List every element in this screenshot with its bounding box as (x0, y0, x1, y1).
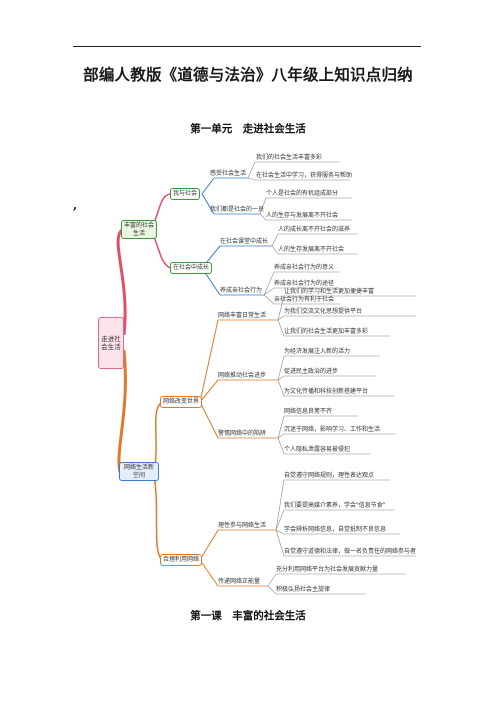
leaf: 养成亲社会行为的途径 (274, 280, 335, 287)
leaf: 网络信息良莠不齐 (284, 408, 333, 415)
node-network-traps: 警惕网络中的陷阱 (218, 430, 267, 437)
node-network-changes-world: 网络改变世界 (160, 396, 203, 408)
top-rule (73, 46, 421, 47)
mind-map-connectors (116, 161, 416, 595)
leaf: 为经济发展注入新的活力 (284, 348, 351, 355)
node-rational-participation: 理性参与网络生活 (218, 522, 267, 529)
leaf: 在社会生活中学习，获得服务与帮助 (256, 172, 353, 179)
mind-map: 走进社会生活 丰富的社会生活 网络生活新空间 我与社会 在社会中成长 感受社会生… (90, 150, 440, 600)
leaf: 人的生存与发展离不开社会 (266, 212, 339, 219)
node-network-promotes-progress: 网络推动社会进步 (218, 372, 267, 379)
unit-heading: 第一单元 走进社会生活 (190, 123, 306, 135)
node-positive-energy: 传递网络正能量 (218, 578, 261, 585)
leaf: 人的生存发展离不开社会 (278, 246, 345, 253)
node-member-of-society: 我们都是社会的一员 (210, 206, 265, 213)
leaf: 促进民主政治的进步 (284, 368, 339, 375)
node-me-and-society: 我与社会 (170, 188, 201, 200)
node-network-enriches-life: 网络丰富日常生活 (218, 312, 267, 319)
node-grow-in-society: 在社会中成长 (170, 262, 213, 274)
leaf: 人的成长离不开社会的滋养 (278, 226, 351, 233)
leaf: 我们要提高媒介素养，学会"信息节食" (284, 502, 386, 509)
branch-online-life: 网络生活新空间 (119, 462, 159, 481)
leaf: 充分利用网络平台为社会发展贡献力量 (276, 566, 379, 573)
leaf: 我们的社会生活丰富多彩 (256, 154, 323, 161)
leaf: 养成亲社会行为的意义 (274, 264, 335, 271)
leaf: 学会辨析网络信息，自觉抵制不良信息 (284, 526, 387, 533)
leaf: 为我们交流文化思想提供平台 (284, 308, 363, 315)
lesson-heading: 第一课 丰富的社会生活 (190, 610, 306, 622)
node-feel-social-life: 感受社会生活 (210, 170, 247, 177)
leaf: 沉迷于网络，影响学习、工作和生活 (284, 426, 381, 433)
branch-social-life: 丰富的社会生活 (121, 220, 157, 239)
node-social-classroom: 在社会课堂中成长 (220, 238, 269, 245)
stray-mark: , (73, 198, 78, 212)
leaf: 个人是社会的有机组成部分 (266, 190, 339, 197)
leaf: 积极弘扬社会主旋律 (276, 586, 331, 593)
leaf: 让我们的社会生活更加丰富多彩 (284, 328, 369, 335)
leaf: 亲社会行为有利于社会 (274, 296, 335, 303)
node-prosocial-behavior: 养成亲社会行为 (220, 287, 263, 294)
leaf: 让我们的学习和生活更加便捷丰富 (284, 288, 375, 295)
page-title: 部编人教版《道德与法治》八年级上知识点归纳 (83, 66, 413, 84)
node-use-network-rationally: 合理利用网络 (160, 554, 203, 566)
leaf: 自觉遵守道德和法律，做一名负责任的网络参与者 (284, 548, 417, 555)
leaf: 个人隐私泄露容易被侵犯 (284, 446, 351, 453)
leaf: 为文化传播和科技创新搭建平台 (284, 388, 369, 395)
leaf: 自觉遵守网络规则，理性表达观点 (284, 472, 375, 479)
mindmap-root: 走进社会生活 (98, 317, 124, 369)
